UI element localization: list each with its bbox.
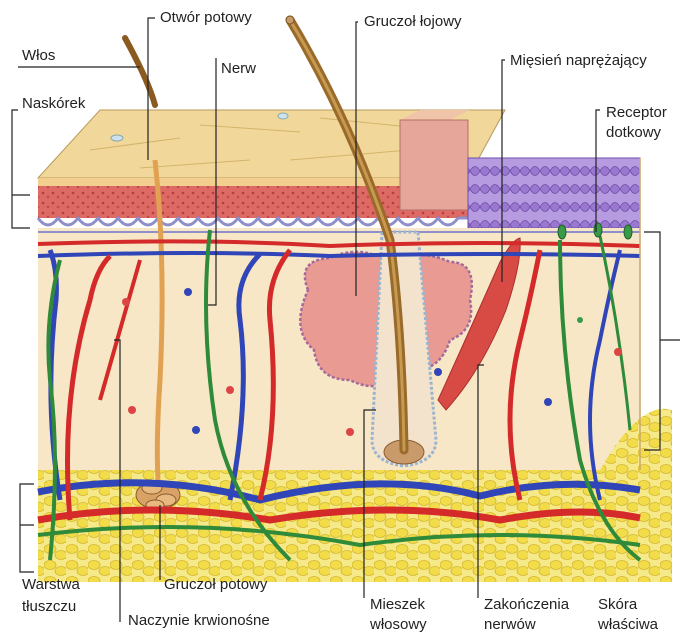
touch-receptor-2 [594, 223, 602, 237]
pore-1 [111, 135, 123, 141]
purple-epidermis [468, 158, 640, 228]
pore-2 [278, 113, 288, 119]
hair-tip [286, 16, 294, 24]
label-zakonczenia-2: nerwów [484, 616, 536, 634]
label-naczynie: Naczynie krwionośne [128, 612, 270, 630]
label-gruczol-lojowy: Gruczoł łojowy [364, 13, 462, 31]
label-gruczol-potowy: Gruczoł potowy [164, 576, 267, 594]
label-mieszek-2: włosowy [370, 616, 427, 634]
label-naskorek: Naskórek [22, 95, 85, 113]
leader-naskorek-bracket [12, 110, 30, 228]
label-otwor-potowy: Otwór potowy [160, 9, 252, 27]
label-zakonczenia-1: Zakończenia [484, 596, 569, 614]
raised-block-front [400, 120, 468, 210]
label-warstwa-2: tłuszczu [22, 598, 76, 616]
leader-warstwa-bracket [20, 484, 34, 572]
label-warstwa-1: Warstwa [22, 576, 80, 594]
label-receptor-1: Receptor [606, 104, 667, 122]
label-skora-2: właściwa [598, 616, 658, 634]
label-mieszek-1: Mieszek [370, 596, 425, 614]
label-skora-1: Skóra [598, 596, 637, 614]
touch-receptor-3 [624, 225, 632, 239]
epidermis-wavy-border [38, 218, 468, 225]
touch-receptor-1 [558, 225, 566, 239]
hair-small [125, 38, 155, 105]
label-nerw: Nerw [221, 60, 256, 78]
label-wlos: Włos [22, 47, 55, 65]
label-miesien: Mięsień naprężający [510, 52, 647, 70]
label-receptor-2: dotkowy [606, 124, 661, 142]
